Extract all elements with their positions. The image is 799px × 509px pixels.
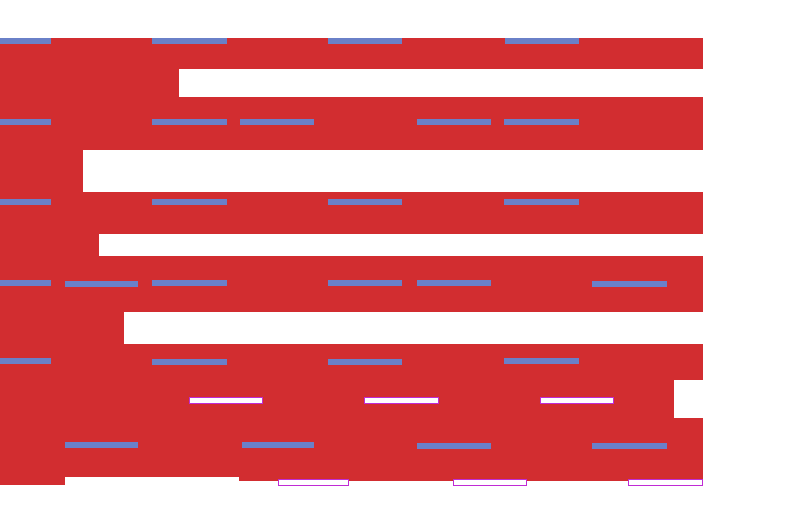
magenta-outlined-bar[interactable] <box>453 479 527 486</box>
blue-bar-link[interactable] <box>417 119 491 125</box>
magenta-outlined-bar[interactable] <box>628 479 703 486</box>
blue-bar-link[interactable] <box>504 358 579 364</box>
blue-bar-link[interactable] <box>65 281 138 287</box>
blue-bar-link[interactable] <box>592 443 667 449</box>
blue-bar-link[interactable] <box>0 280 51 286</box>
red-block <box>0 97 703 150</box>
red-block <box>0 234 99 256</box>
blue-bar-link[interactable] <box>417 280 491 286</box>
red-block <box>0 150 83 192</box>
blue-bar-link[interactable] <box>592 281 667 287</box>
magenta-outlined-bar[interactable] <box>540 397 614 404</box>
magenta-outlined-bar[interactable] <box>364 397 439 404</box>
blue-bar-link[interactable] <box>0 199 51 205</box>
blue-bar-link[interactable] <box>152 199 227 205</box>
magenta-outlined-bar[interactable] <box>189 397 263 404</box>
blue-bar-link[interactable] <box>328 280 402 286</box>
blue-bar-link[interactable] <box>0 119 51 125</box>
blue-bar-link[interactable] <box>328 199 402 205</box>
blue-bar-link[interactable] <box>152 359 227 365</box>
magenta-outlined-bar[interactable] <box>278 479 349 486</box>
red-block <box>0 477 65 485</box>
blue-bar-link[interactable] <box>505 38 579 44</box>
blue-bar-link[interactable] <box>242 442 314 448</box>
blue-bar-link[interactable] <box>504 119 579 125</box>
blue-bar-link[interactable] <box>152 280 227 286</box>
red-block <box>0 312 124 344</box>
blue-bar-link[interactable] <box>152 38 227 44</box>
blue-bar-link[interactable] <box>328 38 402 44</box>
blue-bar-link[interactable] <box>504 199 579 205</box>
blue-bar-link[interactable] <box>0 358 51 364</box>
blue-bar-link[interactable] <box>0 38 51 44</box>
blue-bar-link[interactable] <box>328 359 402 365</box>
blue-bar-link[interactable] <box>152 119 227 125</box>
red-block <box>0 69 179 97</box>
blue-bar-link[interactable] <box>417 443 491 449</box>
blue-bar-link[interactable] <box>240 119 314 125</box>
blue-bar-link[interactable] <box>65 442 138 448</box>
